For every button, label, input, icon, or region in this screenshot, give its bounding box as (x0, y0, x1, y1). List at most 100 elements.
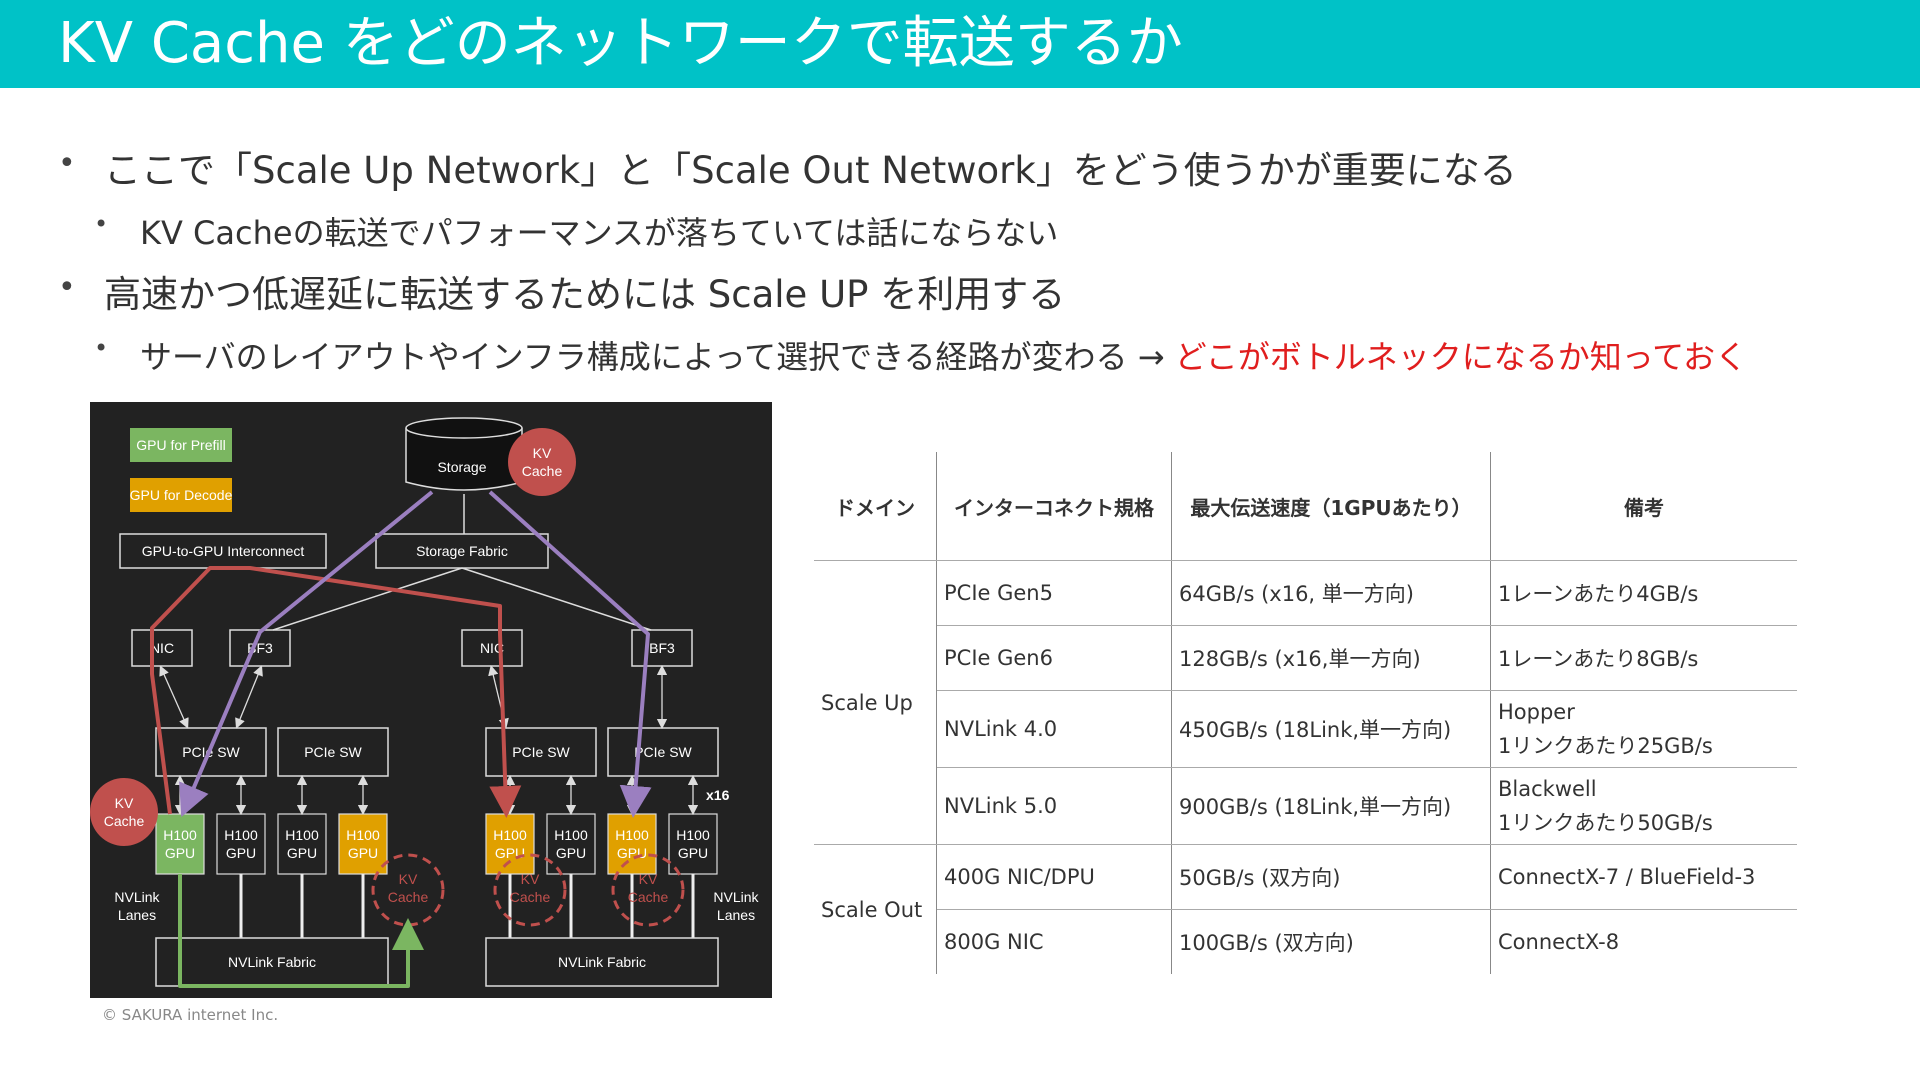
network-diagram: GPU for Prefill GPU for Decode Storage K… (90, 402, 772, 998)
svg-text:Cache: Cache (510, 889, 551, 905)
svg-text:GPU-to-GPU Interconnect: GPU-to-GPU Interconnect (142, 543, 305, 559)
sub-bullet-dot: • (94, 210, 109, 238)
svg-text:GPU: GPU (556, 845, 586, 861)
kv-cache-badge-prefill: KV Cache (90, 778, 158, 846)
domain-scale-out: Scale Out (814, 844, 937, 974)
std-cell: PCIe Gen6 (936, 625, 1172, 691)
note-cell: ConnectX-8 (1498, 930, 1620, 954)
nic-box-right: NIC (461, 629, 523, 667)
storage-fabric-box: Storage Fabric (375, 533, 549, 569)
sub-bullet-dot: • (94, 334, 109, 362)
kv-cache-target-3: KV Cache (611, 853, 685, 927)
speed-cell: 128GB/s (x16,単一方向) (1171, 625, 1491, 691)
svg-text:PCIe SW: PCIe SW (634, 744, 692, 760)
svg-text:KV: KV (399, 871, 418, 887)
bullet-2-sub-text: サーバのレイアウトやインフラ構成によって選択できる経路が変わる → (140, 338, 1165, 376)
legend-prefill: GPU for Prefill (130, 428, 232, 462)
kv-cache-target-1: KV Cache (371, 853, 445, 927)
bottleneck-highlight: どこがボトルネックになるか知っておく (1174, 338, 1748, 376)
svg-text:KV: KV (533, 445, 552, 461)
bullet-2-sub: サーバのレイアウトやインフラ構成によって選択できる経路が変わる → どこがボトル… (140, 332, 1747, 378)
nvlink-fabric-left: NVLink Fabric (155, 937, 389, 987)
std-cell: 400G NIC/DPU (936, 844, 1172, 910)
speed-cell: 100GB/s (双方向) (1171, 909, 1491, 974)
purple-transfer-path-right (488, 490, 652, 818)
svg-text:NVLink Fabric: NVLink Fabric (228, 954, 316, 970)
nvlink-fabric-right: NVLink Fabric (485, 937, 719, 987)
svg-text:PCIe SW: PCIe SW (304, 744, 362, 760)
nvlink-lanes-right-2: Lanes (717, 907, 755, 923)
table-row: NVLink 4.0 450GB/s (18Link,単一方向) Hopper … (814, 690, 1797, 768)
kv-cache-target-2: KV Cache (493, 853, 567, 927)
svg-text:H100: H100 (224, 827, 258, 843)
svg-text:H100: H100 (493, 827, 527, 843)
kv-cache-badge-storage: KV Cache (508, 428, 576, 496)
pcie-sw-4: PCIe SW (607, 727, 719, 777)
domain-scale-up: Scale Up (814, 560, 937, 845)
svg-text:H100: H100 (676, 827, 710, 843)
svg-text:GPU: GPU (287, 845, 317, 861)
table-row: 800G NIC 100GB/s (双方向) ConnectX-8 (814, 909, 1797, 974)
svg-text:Storage Fabric: Storage Fabric (416, 543, 508, 559)
nvlink-lanes-left-2: Lanes (118, 907, 156, 923)
svg-text:GPU: GPU (678, 845, 708, 861)
svg-text:Cache: Cache (522, 463, 563, 479)
note-cell: Hopper 1リンクあたり25GB/s (1490, 690, 1797, 768)
slide-title: KV Cache をどのネットワークで転送するか (58, 11, 1183, 76)
bf3-box-right: BF3 (631, 629, 693, 667)
svg-text:BF3: BF3 (649, 640, 675, 656)
bullet-2: 高速かつ低遅延に転送するためには Scale UP を利用する (104, 273, 1066, 316)
speed-cell: 450GB/s (18Link,単一方向) (1171, 690, 1491, 768)
svg-text:GPU: GPU (165, 845, 195, 861)
bullet-1: ここで「Scale Up Network」と「Scale Out Network… (104, 149, 1517, 192)
nic-box-left: NIC (131, 629, 193, 667)
col-header-interconnect: インターコネクト規格 (936, 452, 1172, 561)
svg-text:KV: KV (521, 871, 540, 887)
legend-decode: GPU for Decode (130, 478, 233, 512)
note-cell: Blackwell 1リンクあたり50GB/s (1490, 767, 1797, 845)
green-nvlink-path (178, 874, 424, 988)
note-cell: ConnectX-7 / BlueField-3 (1490, 844, 1797, 910)
pcie-sw-1: PCIe SW (155, 727, 267, 777)
nvlink-lanes-left: NVLink (114, 889, 160, 905)
speed-cell: 900GB/s (18Link,単一方向) (1171, 767, 1491, 845)
col-header-speed: 最大伝送速度（1GPUあたり） (1171, 452, 1491, 561)
title-bar: KV Cache をどのネットワークで転送するか (0, 0, 1920, 88)
table-row: NVLink 5.0 900GB/s (18Link,単一方向) Blackwe… (814, 767, 1797, 845)
svg-text:NIC: NIC (480, 640, 504, 656)
table-row: PCIe Gen6 128GB/s (x16,単一方向) 1レーンあたり8GB/… (814, 625, 1797, 691)
bullet-dot: • (58, 146, 76, 181)
std-cell: NVLink 4.0 (936, 690, 1172, 768)
svg-text:NVLink Fabric: NVLink Fabric (558, 954, 646, 970)
svg-text:PCIe SW: PCIe SW (512, 744, 570, 760)
pcie-sw-2: PCIe SW (277, 727, 389, 777)
svg-text:H100: H100 (346, 827, 380, 843)
svg-text:GPU for Decode: GPU for Decode (130, 487, 233, 503)
x16-label: x16 (706, 787, 730, 803)
note-line-2: 1リンクあたり50GB/s (1498, 811, 1713, 835)
svg-text:NIC: NIC (150, 640, 174, 656)
svg-text:Cache: Cache (388, 889, 429, 905)
svg-text:GPU: GPU (617, 845, 647, 861)
col-header-notes: 備考 (1490, 452, 1797, 561)
svg-text:H100: H100 (554, 827, 588, 843)
col-header-domain: ドメイン (814, 452, 937, 561)
note-cell: 1レーンあたり8GB/s (1490, 625, 1797, 691)
red-transfer-path (150, 566, 522, 818)
svg-text:Cache: Cache (104, 813, 145, 829)
svg-text:KV: KV (639, 871, 658, 887)
nvlink-lanes-right: NVLink (713, 889, 759, 905)
table-row: Scale Out 400G NIC/DPU 50GB/s (双方向) Conn… (814, 844, 1797, 974)
svg-text:H100: H100 (163, 827, 197, 843)
svg-text:GPU: GPU (495, 845, 525, 861)
bullet-dot: • (58, 270, 76, 305)
copyright: © SAKURA internet Inc. (102, 1006, 279, 1024)
pcie-sw-3: PCIe SW (485, 727, 597, 777)
